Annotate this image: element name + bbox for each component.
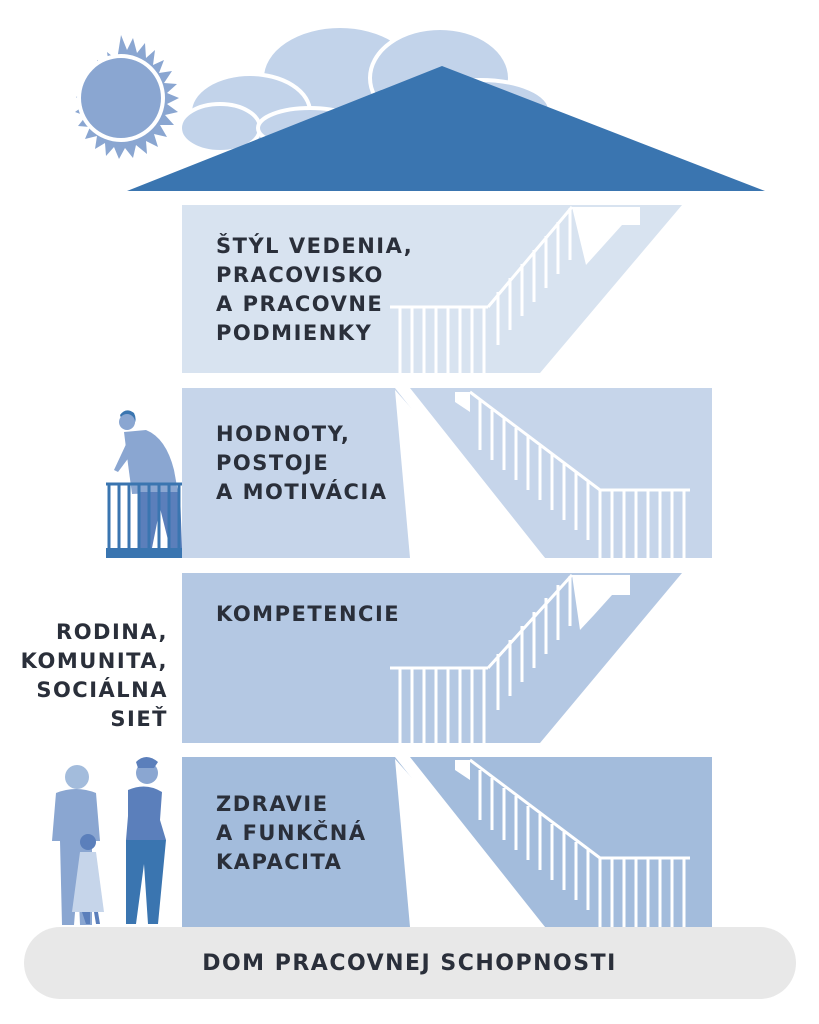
- floor-label-competence: KOMPETENCIE: [216, 602, 401, 626]
- staircase-icon: [390, 205, 712, 927]
- family-icon: [52, 757, 166, 925]
- sun-icon: [75, 35, 179, 159]
- man-on-balcony-icon: [106, 410, 182, 558]
- side-label-family-community: RODINA, KOMUNITA, SOCIÁLNA SIEŤ: [20, 620, 168, 731]
- ground: [24, 927, 796, 999]
- floor-label-health: ZDRAVIE A FUNKČNÁ KAPACITA: [216, 792, 367, 874]
- roof: [127, 66, 765, 191]
- ground-label: DOM PRACOVNEJ SCHOPNOSTI: [202, 951, 617, 976]
- floor-label-leadership: ŠTÝL VEDENIA, PRACOVISKO A PRACOVNE PODM…: [216, 234, 414, 345]
- floor-label-values: HODNOTY, POSTOJE A MOTIVÁCIA: [216, 422, 388, 504]
